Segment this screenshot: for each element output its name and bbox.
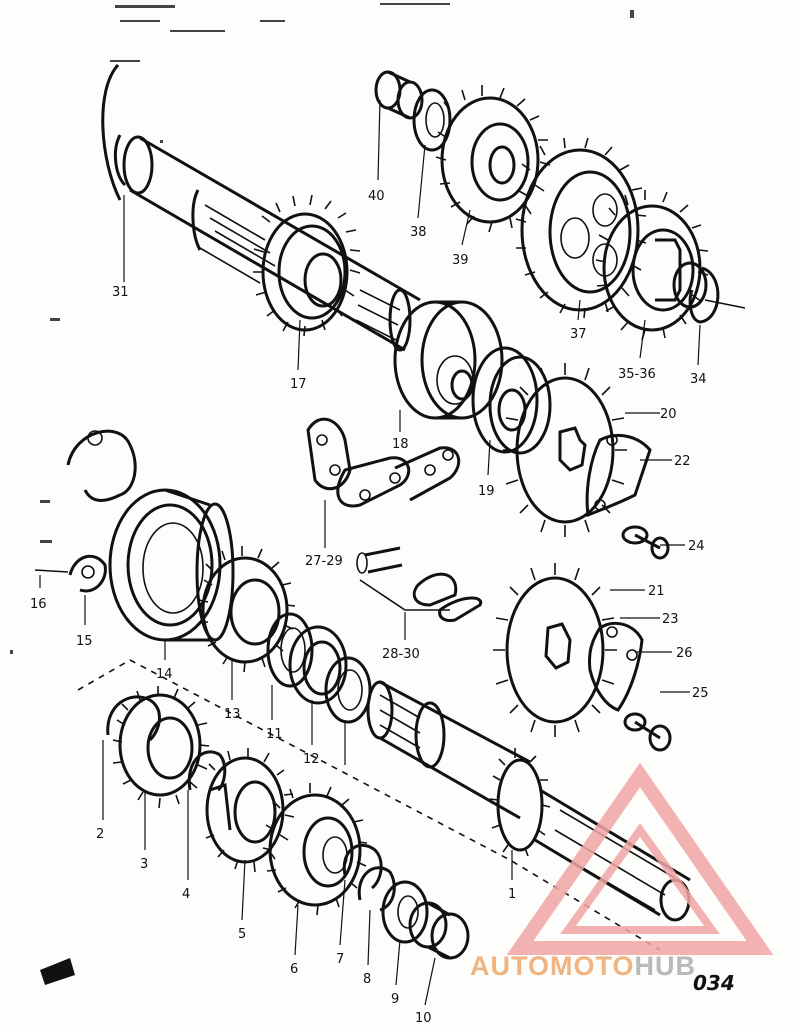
part-label: 2 [96, 827, 104, 842]
part-label: 11 [266, 727, 283, 742]
part-label: 34 [690, 372, 707, 387]
watermark-text-right: HUB [635, 951, 697, 981]
part-label: 18 [392, 437, 409, 452]
part-label: 12 [303, 752, 320, 767]
part-label: 38 [410, 225, 427, 240]
leader-lines [39, 99, 701, 1006]
part-label: 17 [290, 377, 307, 392]
part-label: 15 [76, 634, 93, 649]
upper-right-gears [374, 70, 746, 341]
part-label: 21 [648, 584, 665, 599]
part-label: 13 [224, 707, 241, 722]
watermark-text: AUTOMOTOHUB [470, 951, 696, 981]
part-label: 25 [692, 686, 709, 701]
sprocket-group [493, 363, 672, 752]
part-label: 8 [363, 972, 371, 987]
figure-number: 034 [693, 971, 735, 995]
part-label: 24 [688, 539, 705, 554]
part-label: 35-36 [618, 367, 656, 382]
part-label: 40 [368, 189, 385, 204]
part-label: 22 [674, 454, 691, 469]
watermark-text-left: AUTOMOTO [470, 951, 635, 981]
part-label: 39 [452, 253, 469, 268]
part-label: 4 [182, 887, 190, 902]
part-label: 3 [140, 857, 148, 872]
part-label: 37 [570, 327, 587, 342]
part-label: 20 [660, 407, 677, 422]
part-label: 23 [662, 612, 679, 627]
part-label: 9 [391, 992, 399, 1007]
drive-chain-links [306, 417, 483, 622]
part-label: 5 [238, 927, 246, 942]
part-label: 31 [112, 285, 129, 300]
part-label: 19 [478, 484, 495, 499]
automotohub-logo-icon [506, 762, 774, 955]
part-label: 10 [415, 1011, 432, 1026]
part-label: 26 [676, 646, 693, 661]
part-label: 16 [30, 597, 47, 612]
scan-noise [10, 3, 634, 654]
part-label: 1 [508, 887, 516, 902]
part-labels: 40 38 39 37 35-36 34 31 17 18 19 20 22 2… [30, 189, 709, 1026]
part-label: 6 [290, 962, 298, 977]
countershaft-assembly [101, 63, 552, 455]
part-label: 28-30 [382, 647, 420, 662]
part-label: 7 [336, 952, 344, 967]
part-label: 27-29 [305, 554, 343, 569]
part-label: 14 [156, 667, 173, 682]
